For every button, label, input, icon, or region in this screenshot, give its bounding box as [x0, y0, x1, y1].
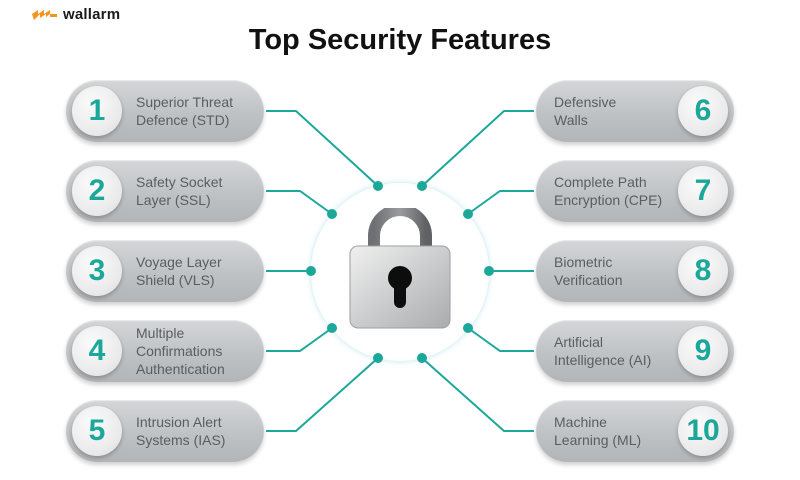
feature-number: 7	[678, 166, 728, 216]
feature-item-8: 8 Biometric Verification	[536, 240, 734, 302]
feature-number: 1	[72, 86, 122, 136]
brand-name: wallarm	[63, 6, 121, 23]
wallarm-logo-icon	[32, 9, 57, 20]
feature-number: 4	[72, 326, 122, 376]
feature-item-2: 2 Safety Socket Layer (SSL)	[66, 160, 264, 222]
feature-label: Superior Threat Defence (STD)	[136, 94, 234, 128]
feature-item-6: 6 Defensive Walls	[536, 80, 734, 142]
feature-number: 8	[678, 246, 728, 296]
feature-label: Multiple Confirmations Authentication	[136, 325, 225, 377]
feature-item-4: 4 Multiple Confirmations Authentication	[66, 320, 264, 382]
feature-number: 2	[72, 166, 122, 216]
feature-number: 5	[72, 406, 122, 456]
feature-number: 3	[72, 246, 122, 296]
feature-item-3: 3 Voyage Layer Shield (VLS)	[66, 240, 264, 302]
feature-item-10: 10 Machine Learning (ML)	[536, 400, 734, 462]
feature-label: Voyage Layer Shield (VLS)	[136, 254, 222, 288]
feature-label: Defensive Walls	[554, 94, 617, 128]
feature-number: 6	[678, 86, 728, 136]
feature-number: 9	[678, 326, 728, 376]
brand-logo: wallarm	[32, 6, 120, 23]
feature-label: Safety Socket Layer (SSL)	[136, 174, 223, 208]
feature-label: Artificial Intelligence (AI)	[554, 334, 652, 368]
feature-item-5: 5 Intrusion Alert Systems (IAS)	[66, 400, 264, 462]
feature-label: Biometric Verification	[554, 254, 623, 288]
feature-label: Intrusion Alert Systems (IAS)	[136, 414, 226, 448]
feature-item-9: 9 Artificial Intelligence (AI)	[536, 320, 734, 382]
feature-item-7: 7 Complete Path Encryption (CPE)	[536, 160, 734, 222]
feature-number: 10	[678, 406, 728, 456]
padlock-icon	[349, 208, 451, 329]
feature-label: Complete Path Encryption (CPE)	[554, 174, 663, 208]
feature-label: Machine Learning (ML)	[554, 414, 642, 448]
page-title: Top Security Features	[248, 24, 552, 56]
feature-item-1: 1 Superior Threat Defence (STD)	[66, 80, 264, 142]
